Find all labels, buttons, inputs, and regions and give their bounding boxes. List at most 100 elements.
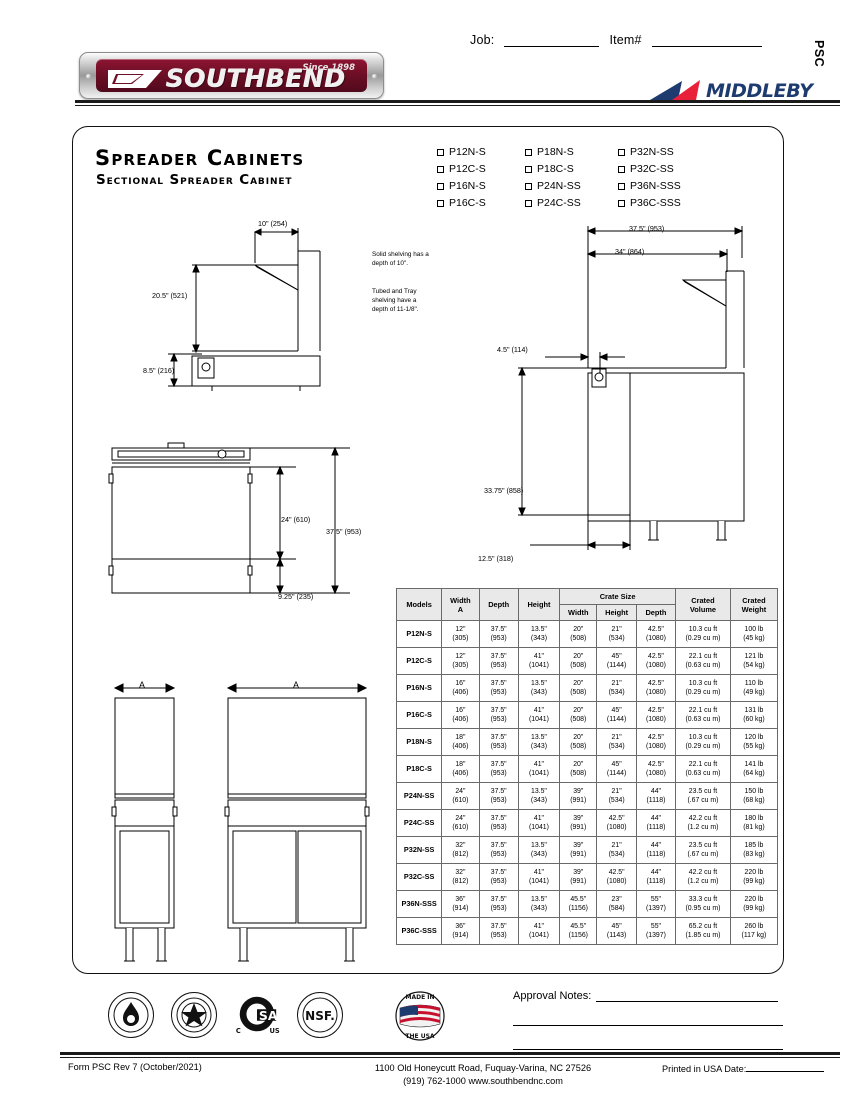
checkbox-icon[interactable] — [525, 165, 532, 173]
checkbox-icon[interactable] — [525, 182, 532, 190]
model-option[interactable]: P18N-S — [525, 146, 618, 158]
model-label: P18C-S — [537, 163, 574, 175]
model-option[interactable]: P36C-SSS — [618, 197, 681, 209]
col-crate-size-group: Crate Size — [559, 588, 677, 605]
checkbox-icon[interactable] — [525, 148, 532, 156]
model-option[interactable]: P18C-S — [525, 163, 618, 175]
checkbox-icon[interactable] — [437, 148, 444, 156]
cell-crate-width: 20"(508) — [559, 728, 598, 756]
item-label: Item# — [609, 33, 642, 47]
cell-depth: 37.5"(953) — [478, 863, 519, 891]
approval-notes-label: Approval Notes: — [513, 990, 592, 1002]
cell-volume: 10.3 cu ft(0.29 cu m) — [675, 728, 731, 756]
cell-volume: 22.1 cu ft(0.63 cu m) — [675, 755, 731, 783]
cell-crate-height: 45"(1144) — [596, 755, 637, 783]
cell-crate-width: 39"(991) — [559, 836, 598, 864]
model-option[interactable]: P16C-S — [437, 197, 525, 209]
cell-depth: 37.5"(953) — [478, 836, 519, 864]
checkbox-icon[interactable] — [618, 182, 625, 190]
model-option[interactable]: P12N-S — [437, 146, 525, 158]
dimension-cabinet-height-24: 24" (610) — [281, 515, 311, 524]
cell-model: P36C-SSS — [395, 917, 443, 945]
cell-crate-height: 23"(584) — [596, 890, 637, 918]
job-input-line[interactable] — [504, 36, 600, 47]
checkbox-icon[interactable] — [437, 182, 444, 190]
dimension-work-height: 20.5" (521) — [152, 291, 188, 300]
cell-depth: 37.5"(953) — [478, 890, 519, 918]
footer-date-line[interactable] — [746, 1062, 825, 1072]
cell-width: 16"(406) — [441, 674, 480, 702]
approval-notes-line-2[interactable] — [513, 1014, 783, 1026]
svg-text:NSF.: NSF. — [305, 1009, 335, 1023]
footer-address: 1100 Old Honeycutt Road, Fuquay-Varina, … — [374, 1063, 592, 1073]
cell-depth: 37.5"(953) — [478, 674, 519, 702]
cell-crate-width: 20"(508) — [559, 647, 598, 675]
model-option[interactable]: P12C-S — [437, 163, 525, 175]
svg-text:C: C — [236, 1027, 241, 1035]
col-depth: Depth — [478, 588, 519, 621]
footer-printed: Printed in USA Date: — [648, 1062, 843, 1088]
checkbox-icon[interactable] — [437, 199, 444, 207]
csa-certified-icon: SA C US — [234, 992, 280, 1038]
cell-volume: 22.1 cu ft(0.63 cu m) — [675, 647, 731, 675]
cell-volume: 42.2 cu ft(1.2 cu m) — [675, 809, 731, 837]
cell-volume: 65.2 cu ft(1.85 cu m) — [675, 917, 731, 945]
model-option[interactable]: P36N-SSS — [618, 180, 681, 192]
cell-width: 32"(812) — [441, 836, 480, 864]
narrow-cabinet-elevation — [111, 683, 178, 962]
cell-crate-depth: 44"(1118) — [635, 809, 677, 837]
approval-notes-line-1[interactable] — [596, 990, 779, 1002]
job-item-fields: Job: Item# — [470, 33, 762, 47]
cell-width: 24"(610) — [441, 782, 480, 810]
cell-weight: 110 lb(49 kg) — [729, 674, 779, 702]
col-crate-depth: Depth — [635, 604, 677, 621]
item-input-line[interactable] — [651, 36, 762, 47]
checkbox-icon[interactable] — [618, 148, 625, 156]
cell-crate-depth: 42.5"(1080) — [635, 755, 677, 783]
cell-crate-height: 45"(1144) — [596, 701, 637, 729]
checkbox-icon[interactable] — [525, 199, 532, 207]
cell-depth: 37.5"(953) — [478, 701, 519, 729]
cell-crate-width: 45.5"(1156) — [559, 890, 598, 918]
cell-height: 41"(1041) — [517, 809, 561, 837]
approval-notes-line-3[interactable] — [513, 1038, 783, 1050]
checkbox-icon[interactable] — [618, 165, 625, 173]
cell-crate-depth: 55"(1397) — [635, 890, 677, 918]
badge-plate: SOUTHBEND Since 1898 — [96, 59, 367, 93]
model-label: P24N-SS — [537, 180, 581, 192]
model-option[interactable]: P24N-SS — [525, 180, 618, 192]
cell-crate-width: 39"(991) — [559, 809, 598, 837]
cell-crate-height: 21"(534) — [596, 674, 637, 702]
page-footer: Form PSC Rev 7 (October/2021) 1100 Old H… — [68, 1062, 843, 1088]
cell-weight: 121 lb(54 kg) — [729, 647, 779, 675]
model-option[interactable]: P32N-SS — [618, 146, 681, 158]
dimension-total-height-375: 37.5" (953) — [326, 527, 362, 536]
cell-crate-width: 39"(991) — [559, 782, 598, 810]
dimension-shelf-depth: 10" (254) — [258, 219, 288, 228]
cell-height: 41"(1041) — [517, 755, 561, 783]
cell-crate-width: 20"(508) — [559, 674, 598, 702]
checkbox-icon[interactable] — [437, 165, 444, 173]
model-label: P36N-SSS — [630, 180, 681, 192]
page-code: PSC — [812, 40, 826, 68]
cell-height: 13.5"(343) — [517, 836, 561, 864]
middleby-swoosh-icon — [650, 80, 700, 100]
dimension-overall-height: 33.75" (858) — [484, 486, 524, 495]
cell-model: P16C-S — [395, 701, 443, 729]
checkbox-icon[interactable] — [618, 199, 625, 207]
cell-weight: 141 lb(64 kg) — [729, 755, 779, 783]
note-tubed-shelving: Tubed and Tray shelving have a depth of … — [372, 288, 419, 313]
southbend-swoosh-icon — [108, 70, 162, 88]
model-checkbox-grid: P12N-S P18N-S P32N-SS P12C-S P18C-S P32C… — [437, 146, 681, 209]
model-option[interactable]: P32C-SS — [618, 163, 681, 175]
cell-height: 13.5"(343) — [517, 728, 561, 756]
col-width-a: Width A — [441, 588, 480, 621]
col-height: Height — [517, 588, 561, 621]
model-option[interactable]: P24C-SS — [525, 197, 618, 209]
cell-crate-height: 21"(534) — [596, 782, 637, 810]
cell-crate-depth: 42.5"(1080) — [635, 728, 677, 756]
cell-crate-width: 45.5"(1156) — [559, 917, 598, 945]
model-option[interactable]: P16N-S — [437, 180, 525, 192]
cell-width: 36"(914) — [441, 890, 480, 918]
